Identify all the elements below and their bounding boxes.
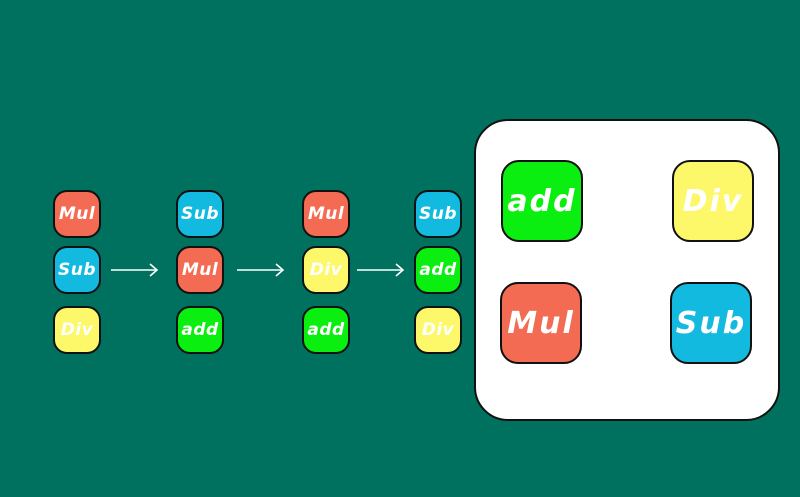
arrow-right-icon: [237, 263, 285, 277]
op-tile-mul: Mul: [302, 190, 350, 238]
op-tile-sub: Sub: [53, 246, 101, 294]
op-tile-sub: Sub: [176, 190, 224, 238]
op-tile-add: add: [414, 246, 462, 294]
panel-op-tile-add: add: [501, 160, 583, 242]
op-tile-sub: Sub: [414, 190, 462, 238]
op-tile-add: add: [302, 306, 350, 354]
arrow-right-icon: [357, 263, 405, 277]
op-tile-div: Div: [302, 246, 350, 294]
panel-op-tile-sub: Sub: [670, 282, 752, 364]
op-tile-mul: Mul: [53, 190, 101, 238]
panel-op-tile-div: Div: [672, 160, 754, 242]
op-tile-mul: Mul: [176, 246, 224, 294]
op-tile-div: Div: [414, 306, 462, 354]
op-tile-div: Div: [53, 306, 101, 354]
arrow-right-icon: [111, 263, 159, 277]
op-tile-add: add: [176, 306, 224, 354]
panel-op-tile-mul: Mul: [500, 282, 582, 364]
